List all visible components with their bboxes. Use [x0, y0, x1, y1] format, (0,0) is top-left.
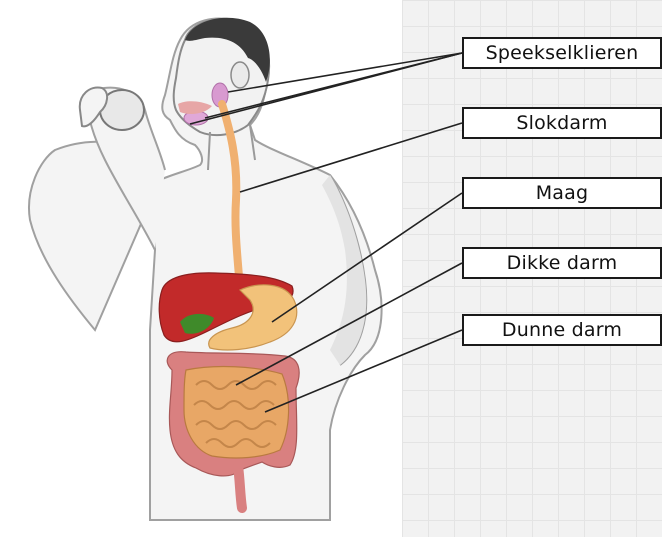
- ear: [231, 62, 249, 88]
- digestive-organs: [159, 83, 299, 508]
- label-slokdarm: Slokdarm: [462, 107, 662, 139]
- rectum: [238, 466, 242, 508]
- label-dikke-darm: Dikke darm: [462, 247, 662, 279]
- label-dunne-darm: Dunne darm: [462, 314, 662, 346]
- label-speekselklieren: Speekselklieren: [462, 37, 662, 69]
- label-maag: Maag: [462, 177, 662, 209]
